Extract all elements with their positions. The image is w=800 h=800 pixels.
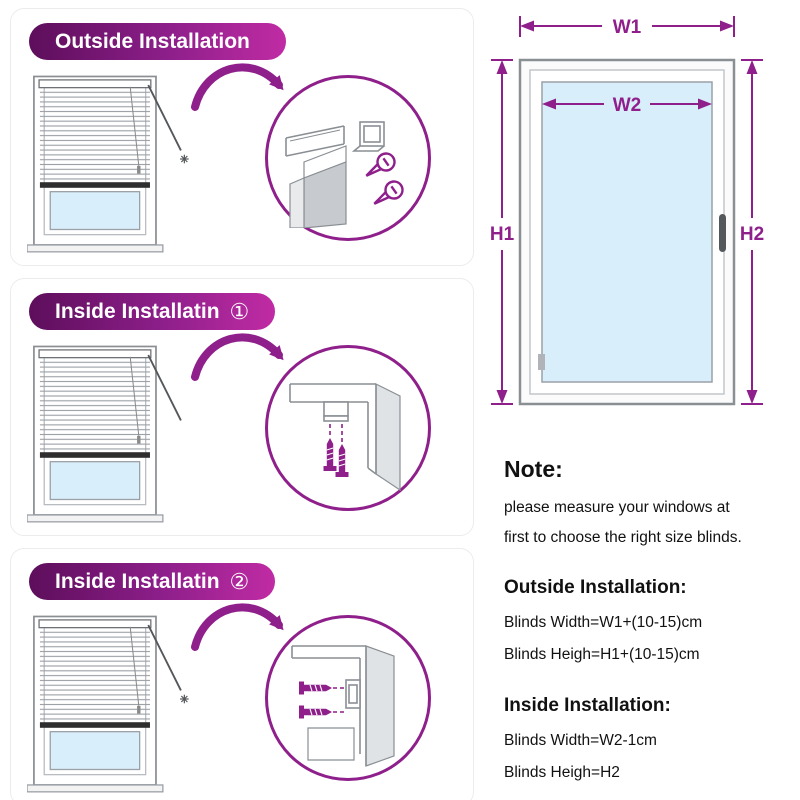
window-glass [49,461,141,501]
screw-icon [299,681,332,719]
w2-label: W2 [613,95,642,116]
outside-installation-heading: Outside Installation: [504,577,687,599]
window-sill [27,244,164,253]
blinds-bottom-rail [39,722,150,728]
wall-section [365,645,395,767]
blinds-headrail [38,349,152,359]
window-recess [291,645,366,761]
note-heading: Note: [504,456,563,482]
dimension-w1 [519,16,735,37]
panel-title-banner: Outside Installation [29,23,286,60]
panel-number-badge: ① [229,298,250,324]
tilt-wand [147,354,182,421]
panel-title-banner: Inside Installatin ① [29,293,276,330]
outside-bracket-detail-illustration [285,121,404,228]
window-measurement-diagram: W1 W2 H1 [490,16,764,406]
window-handle [719,214,726,252]
alignment-dashed-lines [329,424,343,444]
blinds-cord [129,626,140,706]
curved-arrow-icon [191,603,284,651]
dimension-w2 [542,98,712,110]
outside-width-formula: Blinds Width=W1+(10-15)cm [504,614,703,632]
curved-arrow-icon [191,333,284,381]
blinds-bottom-rail [39,452,150,458]
measured-window [518,58,736,406]
inside-side-bracket-detail-illustration [291,645,395,767]
window-glass [49,191,141,231]
bracket-detail-circle [265,75,431,241]
blinds-cord [129,356,140,436]
note-line-1: please measure your windows at [504,499,730,516]
sparkle-icon [180,694,189,704]
panel-number-badge: ② [229,568,250,594]
blinds-headrail [38,619,152,629]
w1-label: W1 [613,17,642,38]
measurement-section: W1 W2 H1 [486,10,792,789]
blinds-slats [39,359,150,453]
tilt-wand [147,624,182,691]
panel-outside-installation: Outside Installation [10,8,474,266]
blinds-window-illustration [27,615,189,793]
panel-title: Outside Installation [55,29,250,53]
cord-tassel [137,705,141,714]
blinds-window-illustration [27,75,189,253]
tilt-wand [147,84,182,151]
blinds-window-illustration [27,345,182,523]
mounting-bracket [345,679,361,709]
panel-title: Inside Installatin [55,569,220,593]
mounting-bracket [323,401,349,422]
inside-installation-heading: Inside Installation: [504,694,671,716]
inside-width-formula: Blinds Width=W2-1cm [504,731,657,749]
cord-tassel [137,435,141,444]
screw-icon [365,152,404,205]
inside-height-formula: Blinds Heigh=H2 [504,763,620,781]
sparkle-icon [180,154,189,164]
alignment-dashed-lines [333,687,344,713]
blinds-headrail [38,79,152,89]
note-block: Note: please measure your windows at fir… [486,456,792,789]
blinds-slats [39,89,150,183]
panel-title: Inside Installatin [55,299,220,323]
note-line-2: first to choose the right size blinds. [504,529,742,547]
bracket-detail-circle [265,345,431,511]
panel-inside-installation-1: Inside Installatin ① [10,278,474,536]
cord-tassel [137,165,141,174]
installation-panels: Outside Installation [10,8,474,800]
dimension-h2 [741,59,763,405]
bracket-detail-circle [265,615,431,781]
wall-section [289,145,347,228]
curved-arrow-icon [191,63,284,111]
window-sill [27,784,164,793]
window-glass [541,81,713,383]
h2-label: H2 [740,224,764,245]
inside-top-bracket-detail-illustration [289,383,401,492]
blinds-cord [129,86,140,166]
wall-section [375,383,401,492]
headrail-channel [285,125,345,157]
panel-inside-installation-2: Inside Installatin ② [10,548,474,800]
window-hinge [538,354,545,370]
blinds-bottom-rail [39,182,150,188]
h1-label: H1 [490,224,515,245]
outside-height-formula: Blinds Heigh=H1+(10-15)cm [504,646,700,664]
dimension-h1 [491,59,513,405]
mounting-bracket [351,121,385,152]
window-sill [27,514,164,523]
blinds-slats [39,629,150,723]
panel-title-banner: Inside Installatin ② [29,563,276,600]
window-glass [49,731,141,771]
screw-icon [323,438,349,477]
